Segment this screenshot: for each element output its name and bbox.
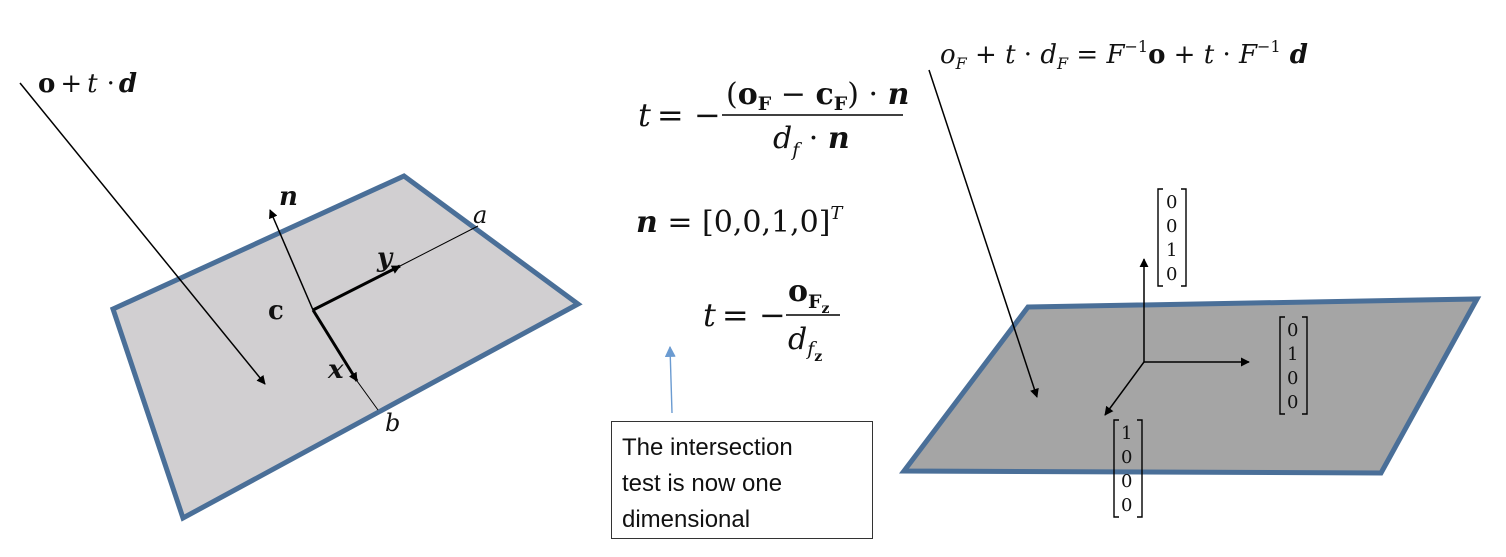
svg-text:0: 0 (1287, 392, 1298, 413)
note-line-3: dimensional (622, 506, 751, 533)
svg-text:1: 1 (1287, 344, 1298, 365)
vector-right: 0 1 0 0 (1279, 316, 1308, 415)
ray-arrow (19, 82, 266, 385)
svg-text:0: 0 (1166, 192, 1177, 213)
eq3-denominator: dfz (788, 322, 822, 365)
note-pointer-arrow (664, 345, 676, 414)
svg-text:0: 0 (1166, 216, 1177, 237)
svg-text:0: 0 (1121, 447, 1132, 468)
eq3-lhs: t= − (703, 296, 786, 334)
axis-x-extension (356, 380, 379, 411)
axis-y-label: y (376, 243, 394, 273)
eq3-numerator: oFz (788, 274, 830, 317)
note-box: The intersection test is now one dimensi… (611, 421, 873, 539)
vector-up: 0 0 1 0 (1157, 188, 1187, 287)
eq1-lhs: t= − (638, 96, 721, 134)
svg-text:1: 1 (1166, 240, 1177, 261)
axis-y-extension (399, 225, 479, 267)
ray-label: o+t·d (38, 69, 137, 99)
axis-x-arrow (311, 309, 359, 382)
normal-arrow (269, 209, 314, 311)
corner-b-label: b (385, 409, 400, 437)
transformed-ray-arrow (928, 69, 1039, 398)
axis-x-label: x (327, 355, 344, 385)
left-plane (109, 173, 583, 522)
transform-equation: oF + t · dF = F−1o + t · F−1 d (940, 37, 1308, 73)
note-line-1: The intersection (622, 434, 793, 461)
center-label: c (268, 296, 284, 326)
eq1-denominator: df · n (773, 121, 850, 161)
svg-text:0: 0 (1287, 368, 1298, 389)
svg-text:0: 0 (1121, 471, 1132, 492)
corner-a-label: a (473, 201, 487, 229)
axis-y-arrow (312, 264, 401, 312)
eq2: n = [0,0,1,0]T (636, 203, 844, 240)
svg-text:0: 0 (1121, 495, 1132, 516)
axis-down-arrow (1104, 361, 1145, 416)
eq1-numerator: (oF − cF) · n (726, 77, 909, 115)
note-line-2: test is now one (622, 470, 783, 497)
right-plane (898, 296, 1482, 476)
svg-text:0: 0 (1166, 264, 1177, 285)
normal-label: n (279, 182, 298, 212)
svg-text:1: 1 (1121, 423, 1132, 444)
svg-text:0: 0 (1287, 320, 1298, 341)
vector-down: 1 0 0 0 (1113, 419, 1143, 518)
